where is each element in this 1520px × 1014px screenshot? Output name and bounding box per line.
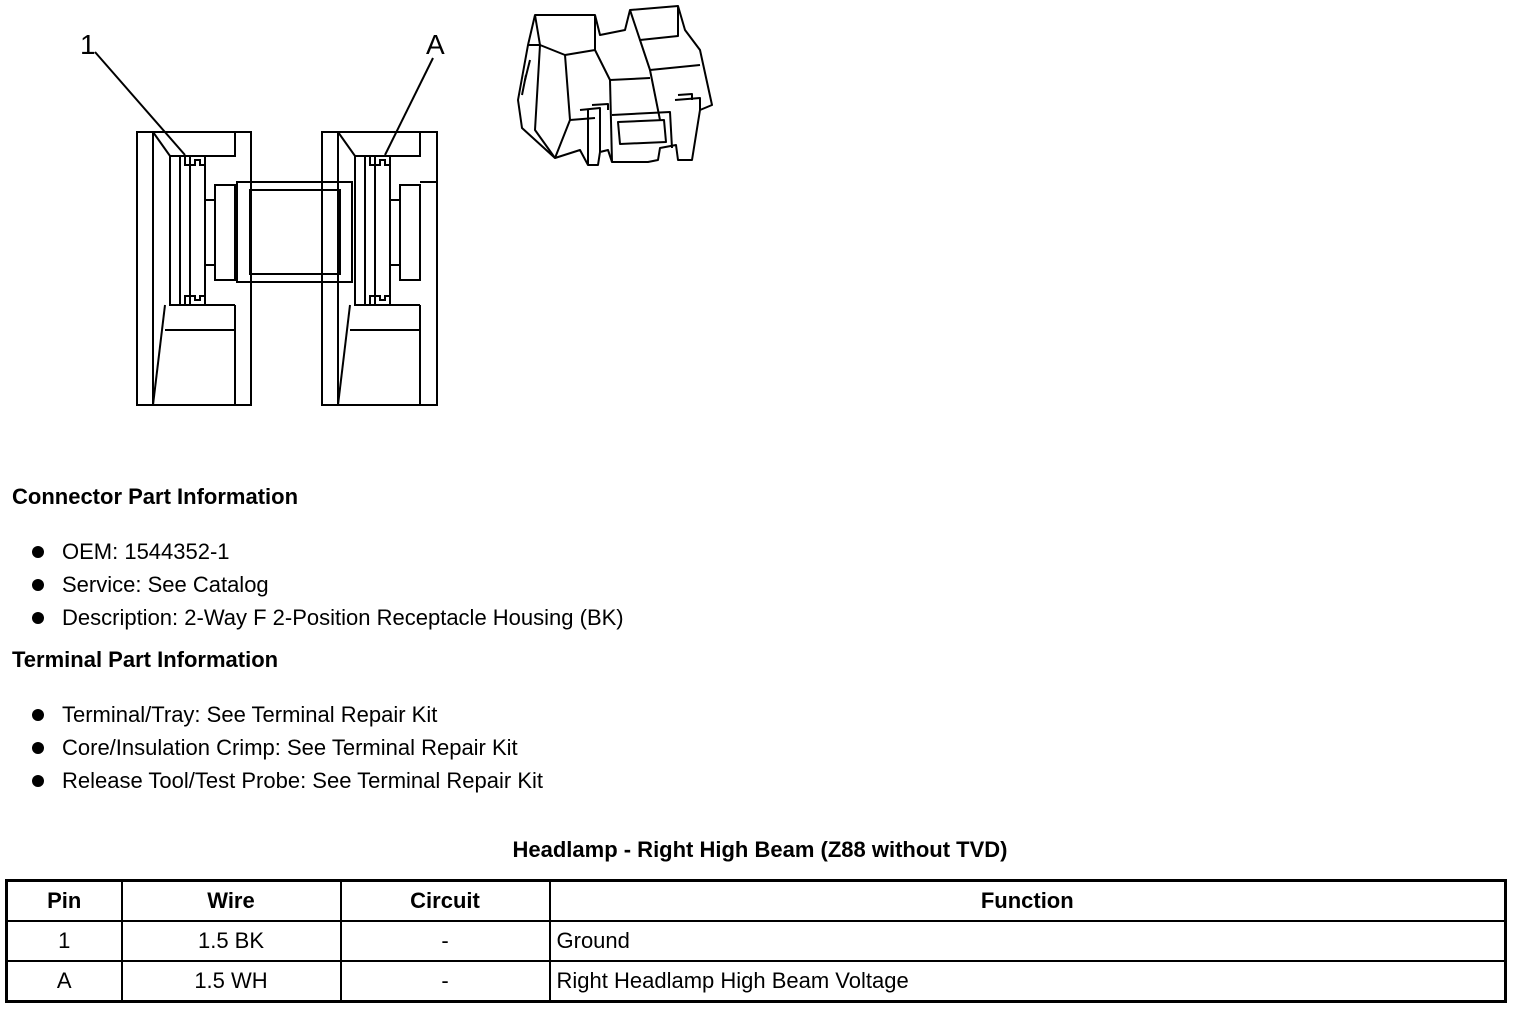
connector-isometric-illustration [517, 5, 713, 166]
list-item: Description: 2-Way F 2-Position Receptac… [12, 601, 624, 634]
right-housing-outline [321, 131, 438, 406]
connector-part-info-heading: Connector Part Information [12, 484, 299, 509]
cell-function: Ground [548, 920, 1507, 962]
cell-function: Right Headlamp High Beam Voltage [548, 960, 1507, 1003]
table-row: A 1.5 WH - Right Headlamp High Beam Volt… [5, 960, 1507, 1003]
bullet-icon [32, 579, 44, 591]
cell-wire: 1.5 WH [120, 960, 342, 1003]
header-function: Function [548, 879, 1507, 922]
pin-table-title: Headlamp - Right High Beam (Z88 without … [512, 837, 1008, 862]
cell-wire: 1.5 BK [120, 920, 342, 962]
list-item: OEM: 1544352-1 [12, 535, 624, 568]
cell-pin: 1 [5, 920, 123, 962]
list-item: Terminal/Tray: See Terminal Repair Kit [12, 698, 543, 731]
list-item: Release Tool/Test Probe: See Terminal Re… [12, 764, 543, 797]
header-wire: Wire [120, 879, 342, 922]
terminal-part-info-heading: Terminal Part Information [12, 647, 279, 672]
bullet-icon [32, 612, 44, 624]
cell-pin: A [5, 960, 123, 1003]
header-circuit: Circuit [339, 879, 551, 922]
bullet-icon [32, 775, 44, 787]
cell-circuit: - [339, 960, 551, 1003]
callout-leader-1 [94, 51, 186, 156]
callout-label-1: 1 [80, 29, 96, 60]
bullet-icon [32, 709, 44, 721]
pin-table: Pin Wire Circuit Function 1 1.5 BK - Gro… [5, 879, 1507, 1003]
table-header-row: Pin Wire Circuit Function [5, 879, 1507, 922]
connector-part-info-list: OEM: 1544352-1 Service: See Catalog Desc… [12, 535, 624, 634]
header-pin: Pin [5, 879, 123, 922]
callout-leader-a [384, 57, 434, 156]
table-row: 1 1.5 BK - Ground [5, 920, 1507, 962]
callout-label-a: A [426, 29, 445, 60]
bullet-icon [32, 546, 44, 558]
bullet-icon [32, 742, 44, 754]
left-housing-outline [136, 131, 252, 406]
list-item: Service: See Catalog [12, 568, 624, 601]
center-bridge [236, 181, 353, 283]
connector-face-view-diagram: 1 A [80, 29, 445, 406]
list-item: Core/Insulation Crimp: See Terminal Repa… [12, 731, 543, 764]
terminal-part-info-list: Terminal/Tray: See Terminal Repair Kit C… [12, 698, 543, 797]
cell-circuit: - [339, 920, 551, 962]
